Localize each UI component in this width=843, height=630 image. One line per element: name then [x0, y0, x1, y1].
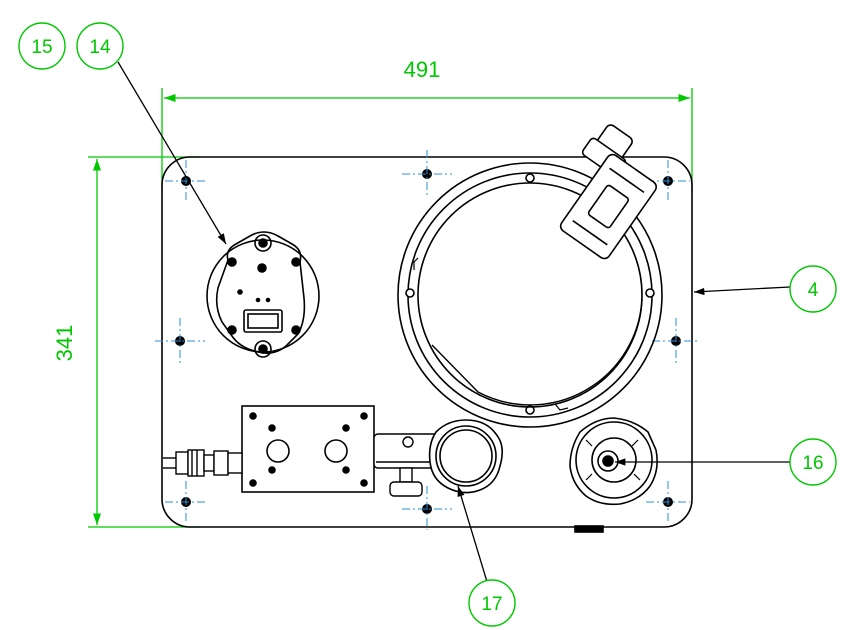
balloon-15: 15	[18, 22, 66, 70]
cable-fitting	[163, 449, 243, 477]
leader-lines	[117, 61, 791, 586]
mounting-hole	[402, 150, 452, 198]
balloon-14: 14	[76, 22, 124, 70]
balloon-16-label: 16	[802, 453, 823, 474]
mounting-hole	[165, 160, 207, 202]
mounting-hole	[402, 486, 452, 530]
dimension-width	[161, 88, 693, 192]
balloon-4: 4	[789, 265, 837, 313]
ring-clamp	[559, 124, 658, 260]
balloon-15-label: 15	[31, 37, 52, 58]
mounting-hole	[646, 481, 690, 523]
dimension-height	[88, 156, 200, 528]
valve-block	[241, 405, 375, 493]
mounting-hole	[646, 160, 690, 202]
balloon-14-label: 14	[89, 37, 111, 58]
round-connector	[206, 231, 320, 358]
dimension-height-label: 341	[52, 325, 77, 362]
balloon-16: 16	[789, 438, 837, 486]
knob-16	[569, 417, 658, 506]
balloon-17-label: 17	[481, 594, 502, 615]
large-ring-assembly	[397, 162, 663, 428]
balloon-17: 17	[468, 579, 516, 627]
dimension-width-label: 491	[404, 57, 441, 82]
balloon-4-label: 4	[808, 280, 819, 301]
mounting-holes	[155, 150, 700, 530]
knob-17	[428, 419, 504, 494]
mounting-hole	[165, 481, 207, 523]
mounting-hole	[155, 318, 205, 364]
mounting-hole	[652, 318, 700, 364]
